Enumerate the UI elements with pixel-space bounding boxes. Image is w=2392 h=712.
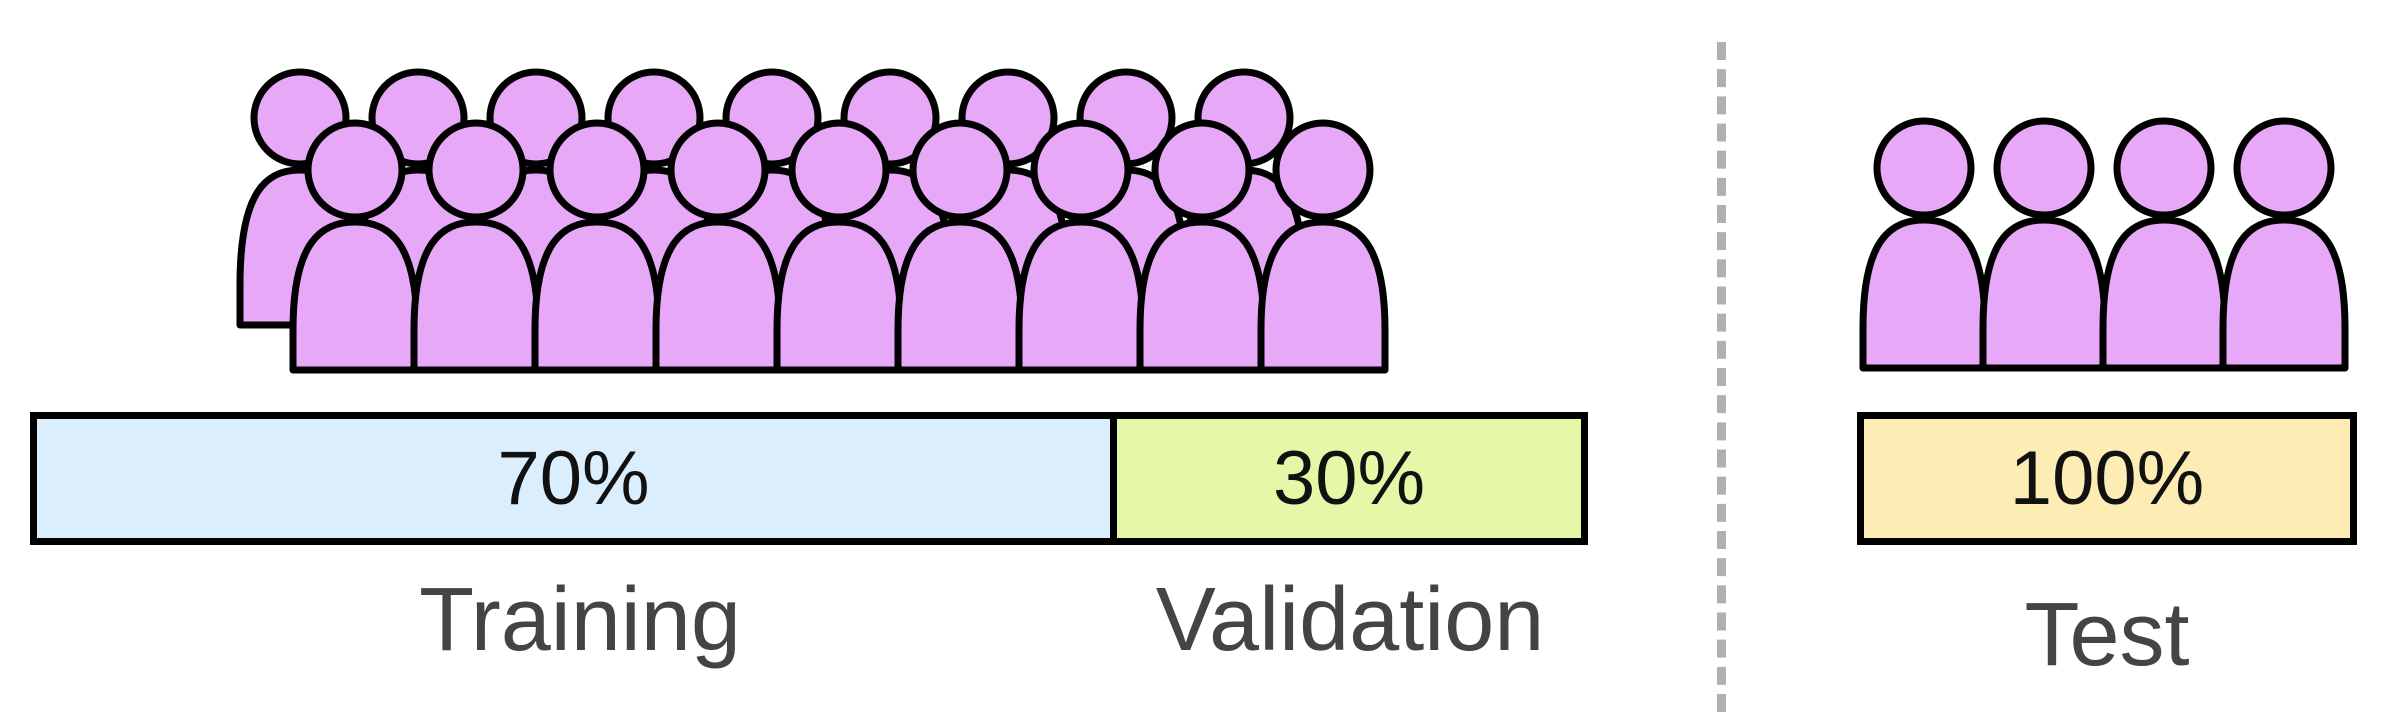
person-head bbox=[425, 119, 527, 221]
person-body bbox=[1015, 218, 1147, 374]
person-icon bbox=[410, 119, 542, 374]
test-percent: 100% bbox=[2009, 436, 2205, 521]
training-label: Training bbox=[419, 570, 741, 670]
person-icon bbox=[894, 119, 1026, 374]
person-body bbox=[1979, 216, 2109, 372]
person-body bbox=[1859, 216, 1989, 372]
train-validation-population bbox=[236, 68, 1389, 374]
person-icon bbox=[1859, 117, 1989, 372]
person-icon bbox=[531, 119, 663, 374]
person-icon bbox=[1979, 117, 2109, 372]
validation-bar: 30% bbox=[1110, 412, 1588, 545]
person-head bbox=[2233, 117, 2335, 219]
divider-line bbox=[1717, 42, 1726, 712]
person-head bbox=[2113, 117, 2215, 219]
person-head bbox=[1151, 119, 1253, 221]
person-head bbox=[546, 119, 648, 221]
person-head bbox=[667, 119, 769, 221]
person-body bbox=[773, 218, 905, 374]
person-body bbox=[410, 218, 542, 374]
person-body bbox=[531, 218, 663, 374]
person-body bbox=[1257, 218, 1389, 374]
person-icon bbox=[652, 119, 784, 374]
person-head bbox=[788, 119, 890, 221]
person-icon bbox=[1136, 119, 1268, 374]
person-head bbox=[1272, 119, 1374, 221]
test-population bbox=[1859, 117, 2349, 372]
person-icon bbox=[1257, 119, 1389, 374]
training-percent: 70% bbox=[497, 436, 650, 521]
validation-percent: 30% bbox=[1272, 436, 1426, 521]
person-body bbox=[2219, 216, 2349, 372]
test-bar: 100% bbox=[1857, 412, 2357, 545]
person-body bbox=[1136, 218, 1268, 374]
test-label: Test bbox=[2024, 585, 2190, 685]
person-icon bbox=[2099, 117, 2229, 372]
person-body bbox=[652, 218, 784, 374]
person-head bbox=[1993, 117, 2095, 219]
person-icon bbox=[289, 119, 421, 374]
person-icon bbox=[2219, 117, 2349, 372]
person-icon bbox=[773, 119, 905, 374]
training-bar: 70% bbox=[30, 412, 1117, 545]
person-body bbox=[2099, 216, 2229, 372]
person-icon bbox=[1015, 119, 1147, 374]
validation-label: Validation bbox=[1155, 570, 1545, 670]
person-body bbox=[289, 218, 421, 374]
person-head bbox=[1030, 119, 1132, 221]
person-head bbox=[1873, 117, 1975, 219]
person-head bbox=[909, 119, 1011, 221]
person-head bbox=[304, 119, 406, 221]
person-body bbox=[894, 218, 1026, 374]
